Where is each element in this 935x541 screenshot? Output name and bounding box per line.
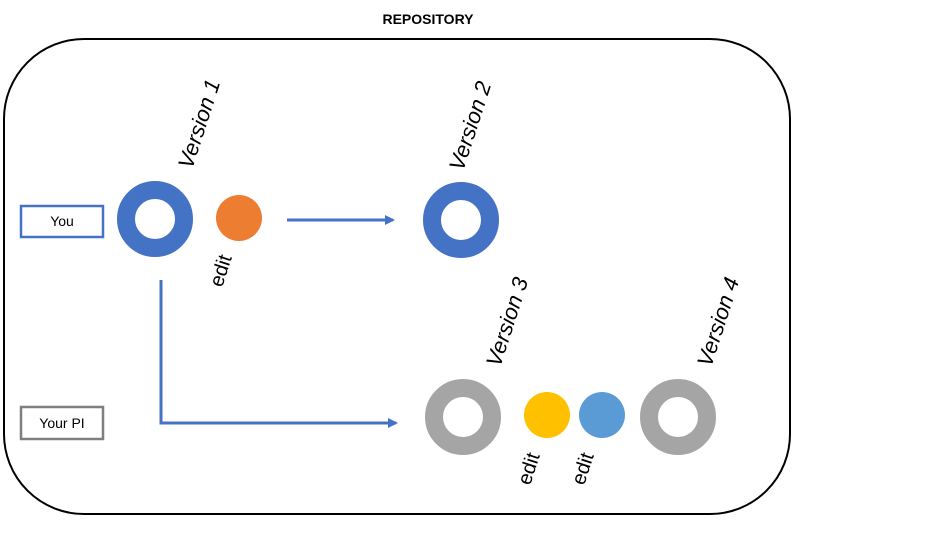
version-1-label: Version 1 — [173, 76, 225, 171]
edit-dot-blue — [579, 392, 625, 438]
version-3-label: Version 3 — [481, 273, 533, 369]
pi-box — [19, 405, 105, 441]
edit-label-3: edit — [568, 450, 599, 488]
repository-boundary — [3, 38, 791, 515]
edit-label-1: edit — [206, 252, 237, 290]
edit-dot-orange — [216, 195, 262, 241]
you-label: You — [50, 213, 74, 229]
arrow-to-version-3 — [159, 280, 398, 428]
version-4-node — [640, 379, 716, 455]
you-box — [19, 204, 105, 239]
pi-label: Your PI — [39, 415, 84, 431]
edit-label-2: edit — [514, 450, 545, 488]
version-3-node — [425, 379, 501, 455]
repository-title: REPOSITORY — [382, 11, 474, 27]
version-2-label: Version 2 — [444, 78, 496, 173]
version-1-node — [117, 181, 193, 257]
edit-dot-yellow — [524, 392, 570, 438]
version-2-node — [423, 182, 499, 258]
version-4-label: Version 4 — [692, 274, 744, 369]
